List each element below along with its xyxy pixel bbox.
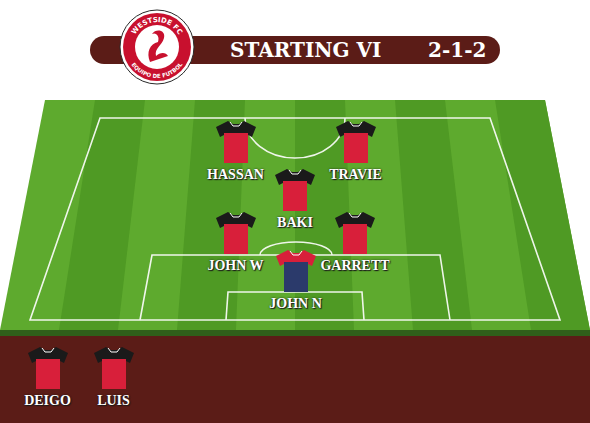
player-marker: GARRETT bbox=[316, 212, 394, 273]
player-marker: DEIGO bbox=[20, 347, 75, 408]
player-marker: JOHN W bbox=[203, 212, 268, 273]
jersey-icon bbox=[216, 212, 256, 254]
player-marker: JOHN N bbox=[265, 250, 326, 311]
player-marker: TRAVIE bbox=[325, 121, 386, 182]
jersey-icon bbox=[335, 212, 375, 254]
field-lines bbox=[30, 118, 560, 320]
jersey-icon bbox=[336, 121, 376, 163]
player-marker: LUIS bbox=[93, 347, 134, 408]
jersey-icon bbox=[28, 347, 68, 389]
lineup-title: STARTING VI bbox=[230, 36, 381, 64]
player-name: JOHN W bbox=[207, 258, 263, 273]
formation-label: 2-1-2 bbox=[428, 36, 486, 64]
player-name: BAKI bbox=[277, 215, 313, 230]
jersey-icon bbox=[275, 169, 315, 211]
pitch-stripe bbox=[59, 100, 145, 330]
logo-club-name-group: WESTSIDE FC bbox=[130, 16, 184, 36]
bench-area bbox=[0, 334, 590, 423]
pitch-stripe bbox=[395, 100, 472, 330]
player-name: LUIS bbox=[97, 393, 130, 408]
player-name: GARRETT bbox=[320, 258, 389, 273]
player-name: TRAVIE bbox=[329, 167, 382, 182]
pitch bbox=[0, 100, 590, 330]
pitch-stripe bbox=[495, 100, 590, 330]
player-marker: HASSAN bbox=[203, 121, 268, 182]
pitch-edge bbox=[0, 330, 590, 336]
player-name: JOHN N bbox=[269, 296, 322, 311]
jersey-icon bbox=[216, 121, 256, 163]
jersey-icon bbox=[94, 347, 134, 389]
logo-subtitle: EQUIPO DE FUTBOL bbox=[131, 61, 184, 79]
club-logo bbox=[120, 10, 194, 84]
player-name: DEIGO bbox=[24, 393, 71, 408]
logo-club-name: WESTSIDE FC bbox=[130, 16, 184, 36]
player-name: HASSAN bbox=[207, 167, 264, 182]
jersey-icon bbox=[276, 250, 316, 292]
player-marker: BAKI bbox=[273, 169, 317, 230]
logo-subtitle-group: EQUIPO DE FUTBOL bbox=[131, 61, 184, 79]
